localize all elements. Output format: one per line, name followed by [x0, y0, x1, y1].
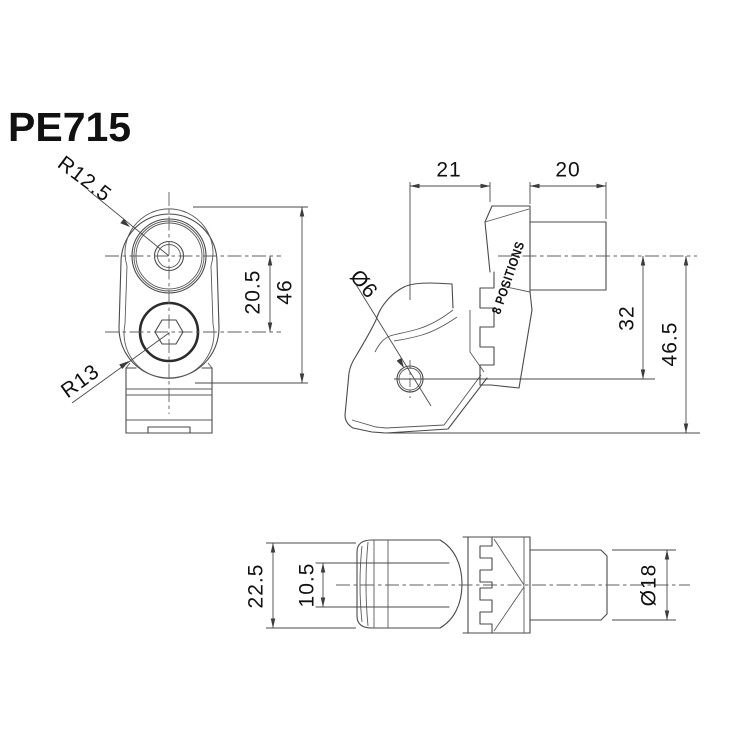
leader-arrow [119, 361, 129, 370]
dim-label-hole-diameter: Ø6 [345, 265, 382, 303]
bottom-fork-cap [439, 539, 463, 629]
front-view: R12.5 R13 20.5 46 [53, 152, 308, 434]
side-serrations [479, 271, 495, 386]
dim-label-body-width: 22.5 [245, 564, 268, 609]
side-view: 21 20 Ø6 8 POSITIONS 32 46.5 [344, 159, 700, 434]
part-number-title: PE715 [8, 104, 131, 150]
dim-label-pin-length: 20 [555, 159, 580, 182]
leader-arrow [120, 218, 130, 227]
dim-label-hole-spacing: 20.5 [242, 270, 265, 315]
dim-label-r12-5: R12.5 [53, 152, 116, 207]
dim-label-center-drop: 32 [616, 305, 639, 330]
side-flange [484, 205, 533, 389]
front-outline [118, 213, 220, 379]
leader-r13 [71, 332, 170, 404]
bottom-disc [462, 536, 531, 634]
dim-label-r13: R13 [57, 360, 104, 403]
dim-label-overall-height: 46 [274, 279, 297, 304]
bottom-view: 22.5 10.5 Ø18 [245, 536, 690, 634]
dim-label-pin-diameter: Ø18 [638, 564, 661, 607]
leader-arrow [396, 357, 404, 368]
dim-label-offset: 21 [436, 159, 461, 182]
bottom-fork-outline [356, 539, 441, 629]
leader-d6 [351, 277, 432, 407]
leader-r12-5 [87, 189, 170, 257]
dim-label-slot-width: 10.5 [296, 563, 319, 608]
side-plate-outline [344, 282, 488, 434]
front-inner-top-arc [124, 208, 214, 267]
dim-label-overall-drop: 46.5 [659, 322, 682, 367]
front-inner-bottom-arc [123, 323, 215, 379]
